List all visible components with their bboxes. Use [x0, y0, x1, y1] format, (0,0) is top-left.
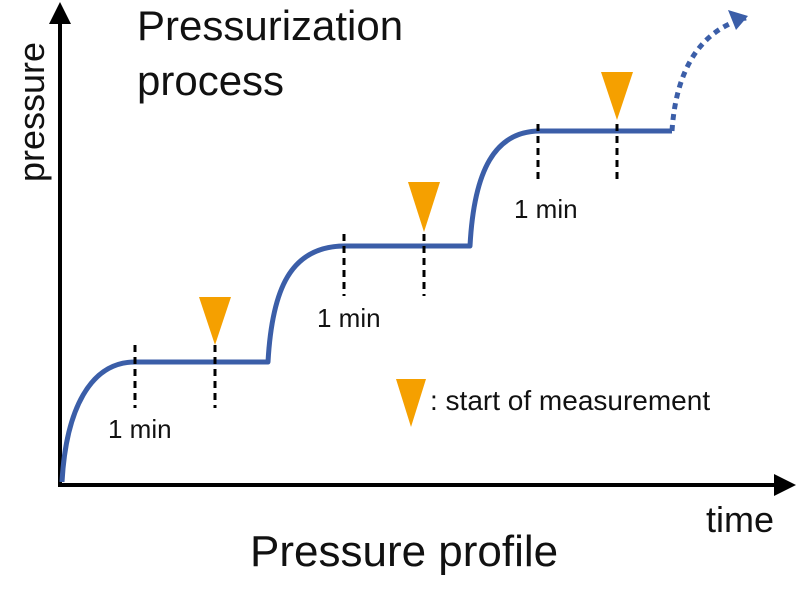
y-axis-arrowhead: [49, 2, 71, 24]
continuation-dotted-arrow: [669, 15, 747, 132]
orange-triangle-icon: [396, 379, 426, 427]
interval-label-1: 1 min: [108, 414, 172, 444]
legend-text: : start of measurement: [430, 385, 710, 416]
y-axis-label: pressure: [11, 42, 52, 182]
title-line-2: process: [137, 57, 284, 104]
x-axis-label: time: [706, 499, 774, 540]
footer-caption: Pressure profile: [250, 527, 558, 576]
measurement-marker-3: [601, 72, 633, 120]
interval-label-2: 1 min: [317, 303, 381, 333]
measurement-marker-1: [199, 297, 231, 345]
title-line-1: Pressurization: [137, 2, 403, 49]
x-axis-arrowhead: [774, 474, 796, 496]
measurement-marker-2: [408, 182, 440, 232]
continuation-arrowhead: [728, 10, 748, 30]
pressure-curve: [59, 128, 672, 483]
interval-label-3: 1 min: [514, 194, 578, 224]
